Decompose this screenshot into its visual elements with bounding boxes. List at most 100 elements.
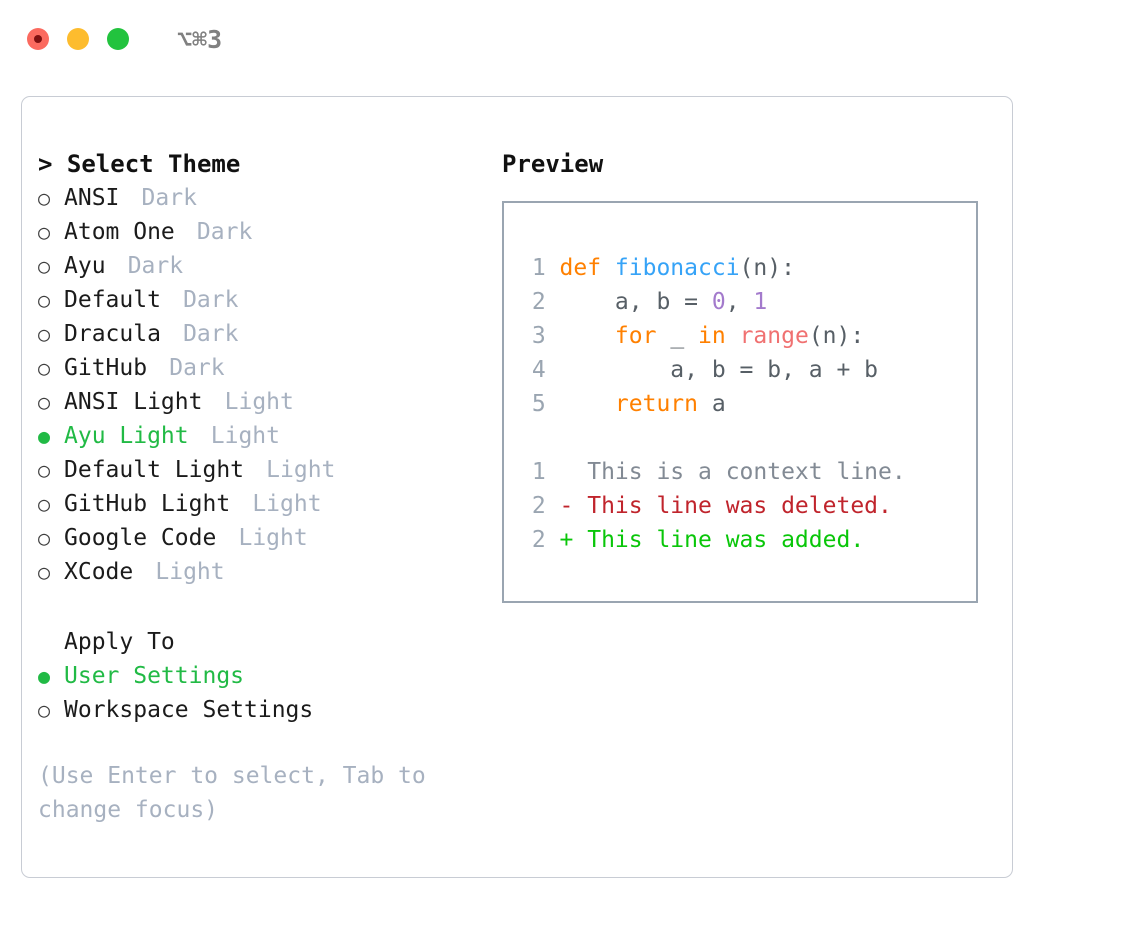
radio-selected-icon: ● (38, 424, 51, 448)
theme-list-item[interactable]: ○ GitHub Dark (38, 351, 488, 385)
minimize-button[interactable] (67, 28, 89, 50)
theme-variant-tag: Dark (183, 219, 253, 245)
radio-unselected-icon: ○ (38, 458, 51, 482)
theme-variant-tag: Dark (113, 253, 184, 279)
theme-name-label: Google Code (64, 525, 217, 551)
apply-to-label: User Settings (64, 663, 245, 689)
theme-variant-tag: Light (141, 559, 225, 585)
code-token: range (739, 323, 809, 349)
theme-name-label: ANSI Light (64, 389, 203, 415)
radio-unselected-icon: ○ (38, 526, 51, 550)
theme-list-item[interactable]: ○ XCode Light (38, 555, 488, 589)
line-number: 4 (531, 357, 546, 383)
code-token: _ (656, 323, 699, 349)
radio-unselected-icon: ○ (38, 288, 51, 312)
theme-name-label: Atom One (64, 219, 175, 245)
theme-list-item[interactable]: ○GitHub Light Light (38, 487, 488, 521)
select-theme-header: > Select Theme (38, 150, 241, 178)
code-token: 1 (753, 289, 768, 315)
theme-list-item[interactable]: ○ Default Light Light (38, 453, 488, 487)
theme-list-item[interactable]: ○Ayu Dark (38, 249, 488, 283)
code-token: def (559, 255, 615, 281)
code-token: , (725, 289, 754, 315)
theme-variant-tag: Light (252, 457, 336, 483)
code-line: 5 return a (518, 387, 906, 421)
code-token: for (614, 323, 657, 349)
diff-line: 2 - This line was deleted. (518, 489, 906, 523)
line-number: 2 (531, 527, 546, 553)
code-token: 0 (711, 289, 726, 315)
code-token (726, 323, 740, 349)
radio-unselected-icon: ○ (38, 220, 51, 244)
radio-unselected-icon: ○ (38, 356, 51, 380)
main-panel: > Select Theme ○ANSI Dark○Atom One Dark○… (21, 96, 1013, 878)
window-controls (27, 28, 129, 50)
apply-to-item[interactable]: ● User Settings (38, 659, 488, 693)
theme-name-label: ANSI (64, 185, 120, 211)
close-button[interactable] (27, 28, 49, 50)
theme-name-label: Default Light (64, 457, 245, 483)
diff-line: 2 + This line was added. (518, 523, 906, 557)
apply-to-list[interactable]: ● User Settings ○ Workspace Settings (38, 659, 488, 727)
keyboard-shortcut-label: ⌥⌘3 (177, 24, 223, 54)
theme-variant-tag: Dark (169, 321, 239, 347)
theme-name-label: XCode (64, 559, 134, 585)
theme-variant-tag: Light (224, 525, 308, 551)
code-token: in (698, 323, 726, 349)
theme-variant-tag: Light (210, 389, 294, 415)
code-token: a, b = b, a + b (559, 357, 879, 383)
theme-list-item[interactable]: ○Dracula Dark (38, 317, 488, 351)
theme-list[interactable]: ○ANSI Dark○Atom One Dark○Ayu Dark○Defaul… (38, 181, 488, 589)
code-line: 4 a, b = b, a + b (518, 353, 906, 387)
title-bar: ⌥⌘3 (0, 0, 1140, 78)
theme-list-item[interactable]: ○ Google Code Light (38, 521, 488, 555)
theme-list-item[interactable]: ○ ANSI Light Light (38, 385, 488, 419)
code-token: (n): (808, 323, 865, 349)
radio-unselected-icon: ○ (38, 254, 51, 278)
apply-to-item[interactable]: ○ Workspace Settings (38, 693, 488, 727)
code-token (560, 391, 615, 417)
line-number: 5 (531, 391, 546, 417)
radio-unselected-icon: ○ (38, 560, 51, 584)
diff-text: + This line was added. (559, 527, 865, 553)
diff-text: - This line was deleted. (559, 493, 892, 519)
radio-unselected-icon: ○ (38, 698, 51, 722)
theme-name-label: GitHub Light (64, 491, 231, 517)
code-token (560, 323, 615, 349)
code-token: fibonacci (614, 255, 740, 281)
diff-line: 1 This is a context line. (518, 455, 906, 489)
theme-list-item[interactable]: ○ANSI Dark (38, 181, 488, 215)
theme-variant-tag: Dark (169, 287, 239, 313)
theme-variant-tag: Dark (127, 185, 197, 211)
code-token: a (698, 391, 726, 417)
theme-name-label: GitHub (64, 355, 148, 381)
theme-name-label: Dracula (64, 321, 161, 347)
diff-text: This is a context line. (559, 459, 906, 485)
zoom-button[interactable] (107, 28, 129, 50)
code-token: a, b = (559, 289, 712, 315)
radio-unselected-icon: ○ (38, 390, 51, 414)
radio-unselected-icon: ○ (38, 492, 51, 516)
theme-name-label: Default (64, 287, 161, 313)
code-line: 3 for _ in range(n): (518, 319, 906, 353)
line-number: 2 (531, 289, 546, 315)
code-token: (n): (739, 255, 795, 281)
theme-variant-tag: Dark (155, 355, 225, 381)
theme-list-item[interactable]: ●Ayu Light Light (38, 419, 488, 453)
theme-list-item[interactable]: ○ Atom One Dark (38, 215, 488, 249)
code-token: return (614, 391, 699, 417)
theme-variant-tag: Light (196, 423, 281, 449)
apply-to-label: Workspace Settings (64, 697, 314, 723)
radio-selected-icon: ● (38, 664, 51, 688)
theme-list-column: > Select Theme ○ANSI Dark○Atom One Dark○… (38, 147, 488, 827)
code-diff-separator (518, 421, 906, 455)
theme-list-item[interactable]: ○ Default Dark (38, 283, 488, 317)
keyboard-hint-text: (Use Enter to select, Tab to change focu… (38, 763, 440, 823)
line-number: 2 (531, 493, 546, 519)
apply-to-section: Apply To ●User Settings○Workspace Settin… (38, 625, 488, 727)
